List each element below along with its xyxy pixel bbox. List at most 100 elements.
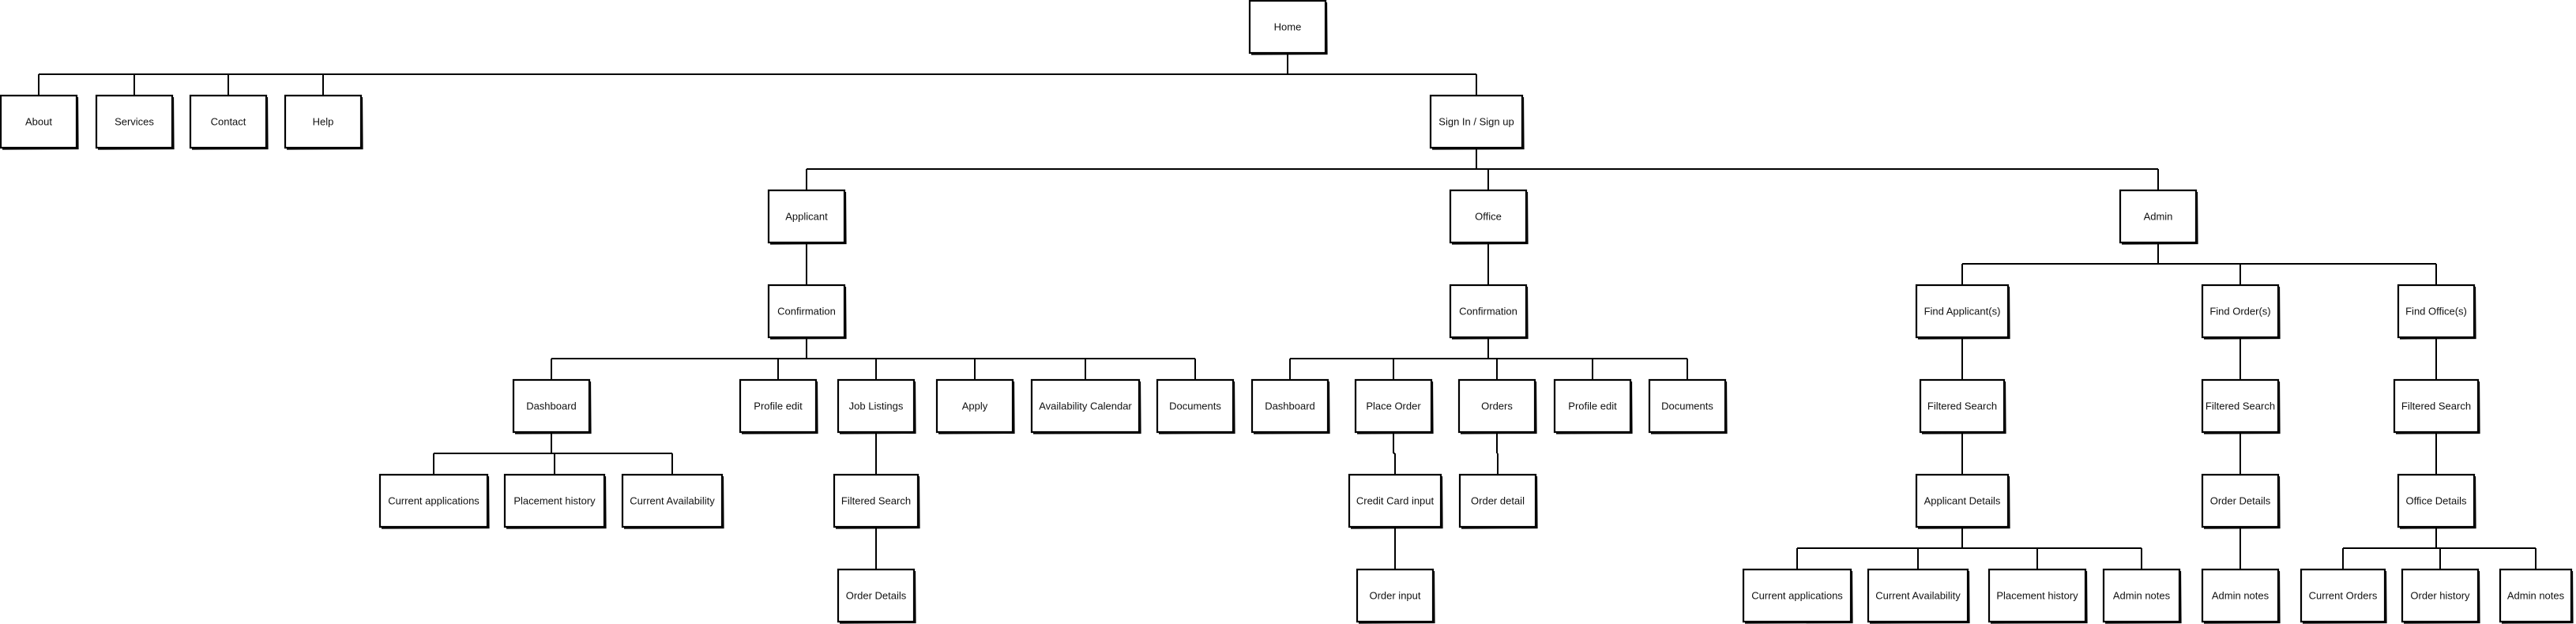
- node-label: Apply: [962, 400, 988, 412]
- node-ad-placement-history: Placement history: [1987, 568, 2088, 624]
- node-sketch-stroke: [2104, 570, 2182, 624]
- node-label: Confirmation: [777, 306, 836, 318]
- node-find-orders: Find Order(s): [2201, 284, 2281, 340]
- node-box: [837, 568, 916, 623]
- node-sketch-stroke: [1250, 2, 1328, 55]
- node-label: Current Availability: [630, 495, 715, 507]
- connector-off-orders: [1496, 432, 1499, 475]
- node-label: Sign In / Sign up: [1438, 116, 1514, 128]
- node-label: Job Listings: [849, 400, 904, 412]
- node-label: Current applications: [388, 495, 479, 507]
- node-sketch-stroke: [1917, 286, 2010, 340]
- node-app-apply: Apply: [935, 378, 1015, 434]
- node-box: [1250, 378, 1329, 434]
- node-box: [95, 94, 174, 149]
- node-label: Filtered Search: [2401, 400, 2471, 412]
- node-sketch-stroke: [2501, 570, 2574, 624]
- node-box: [1156, 378, 1235, 434]
- node-sketch-stroke: [1431, 96, 1525, 150]
- node-box: [1354, 378, 1433, 434]
- node-off-orders: Orders: [1457, 378, 1537, 434]
- node-app-current-applications: Current applications: [378, 473, 490, 529]
- node-find-offices: Find Office(s): [2397, 284, 2476, 340]
- node-box: [1915, 284, 2010, 339]
- node-sketch-stroke: [191, 96, 269, 150]
- node-jl-filtered-search: Filtered Search: [833, 473, 920, 529]
- node-sketch-stroke: [1461, 476, 1538, 529]
- connector-off-confirm: [1289, 337, 1688, 380]
- node-label: Placement history: [513, 495, 596, 507]
- node-sketch-stroke: [938, 381, 1015, 434]
- node-label: Find Office(s): [2405, 306, 2467, 318]
- node-sketch-stroke: [2399, 286, 2476, 340]
- node-label: Help: [313, 116, 334, 128]
- node-box: [1553, 378, 1632, 434]
- node-sketch-stroke: [1460, 381, 1537, 434]
- node-box: [2397, 284, 2476, 339]
- node-app-availability-calendar: Availability Calendar: [1030, 378, 1141, 434]
- node-box: [935, 378, 1014, 434]
- node-sketch-stroke: [97, 96, 175, 150]
- node-sketch-stroke: [286, 96, 363, 150]
- node-ff-filtered-search: Filtered Search: [2393, 378, 2480, 434]
- node-sketch-stroke: [1158, 381, 1235, 434]
- node-sketch-stroke: [623, 476, 724, 529]
- node-app-confirm: Confirmation: [767, 284, 847, 340]
- node-sketch-stroke: [839, 381, 916, 434]
- node-box: [739, 378, 818, 434]
- node-label: Placement history: [1996, 590, 2078, 602]
- node-label: Dashboard: [1265, 400, 1315, 412]
- node-sketch-stroke: [769, 191, 847, 245]
- node-sketch-stroke: [1869, 570, 1970, 624]
- node-off-order-detail: Order detail: [1458, 473, 1538, 529]
- node-label: Place Order: [1366, 400, 1421, 412]
- node-sketch-stroke: [2203, 381, 2281, 434]
- node-fo-order-details: Order Details: [2201, 473, 2281, 529]
- node-sketch-stroke: [1555, 381, 1633, 434]
- node-box: [2201, 473, 2280, 528]
- node-ff-current-orders: Current Orders: [2300, 568, 2387, 624]
- node-label: Admin notes: [2113, 590, 2171, 602]
- node-box: [1742, 568, 1852, 623]
- node-sketch-stroke: [2302, 570, 2387, 624]
- node-box: [1648, 378, 1727, 434]
- node-label: Contact: [211, 116, 246, 128]
- connector-admin: [1961, 242, 2437, 285]
- node-label: Filtered Search: [2206, 400, 2275, 412]
- node-box: [2201, 568, 2280, 623]
- connector-ff-office-details: [2342, 527, 2537, 569]
- node-jl-order-details: Order Details: [837, 568, 916, 624]
- node-app-placement-history: Placement history: [503, 473, 607, 529]
- node-box: [189, 94, 268, 149]
- node-sketch-stroke: [1356, 381, 1434, 434]
- node-sketch-stroke: [1032, 381, 1141, 434]
- node-app-documents: Documents: [1156, 378, 1235, 434]
- node-label: Home: [1274, 21, 1302, 33]
- node-sketch-stroke: [2203, 286, 2281, 340]
- node-app-job-listings: Job Listings: [837, 378, 916, 434]
- node-label: Confirmation: [1459, 306, 1517, 318]
- node-sketch-stroke: [1451, 191, 1529, 245]
- node-label: Filtered Search: [841, 495, 911, 507]
- node-sketch-stroke: [2403, 570, 2480, 624]
- node-office: Office: [1449, 189, 1529, 245]
- node-box: [1457, 378, 1536, 434]
- node-box: [0, 94, 78, 149]
- node-box: [1030, 378, 1141, 434]
- node-sketch-stroke: [741, 381, 818, 434]
- node-label: Profile edit: [754, 400, 803, 412]
- node-sketch-stroke: [514, 381, 592, 434]
- node-sketch-stroke: [1990, 570, 2088, 624]
- node-about: About: [0, 94, 79, 150]
- node-sketch-stroke: [839, 570, 916, 624]
- node-sketch-stroke: [1451, 286, 1529, 340]
- node-help: Help: [284, 94, 363, 150]
- edge-layer: [38, 53, 2537, 569]
- node-ad-current-availability: Current Availability: [1867, 568, 1970, 624]
- node-sketch-stroke: [2203, 476, 2281, 529]
- node-admin: Admin: [2119, 189, 2198, 245]
- node-box: [2393, 378, 2480, 434]
- node-label: Current Orders: [2309, 590, 2378, 602]
- node-box: [1915, 473, 2010, 528]
